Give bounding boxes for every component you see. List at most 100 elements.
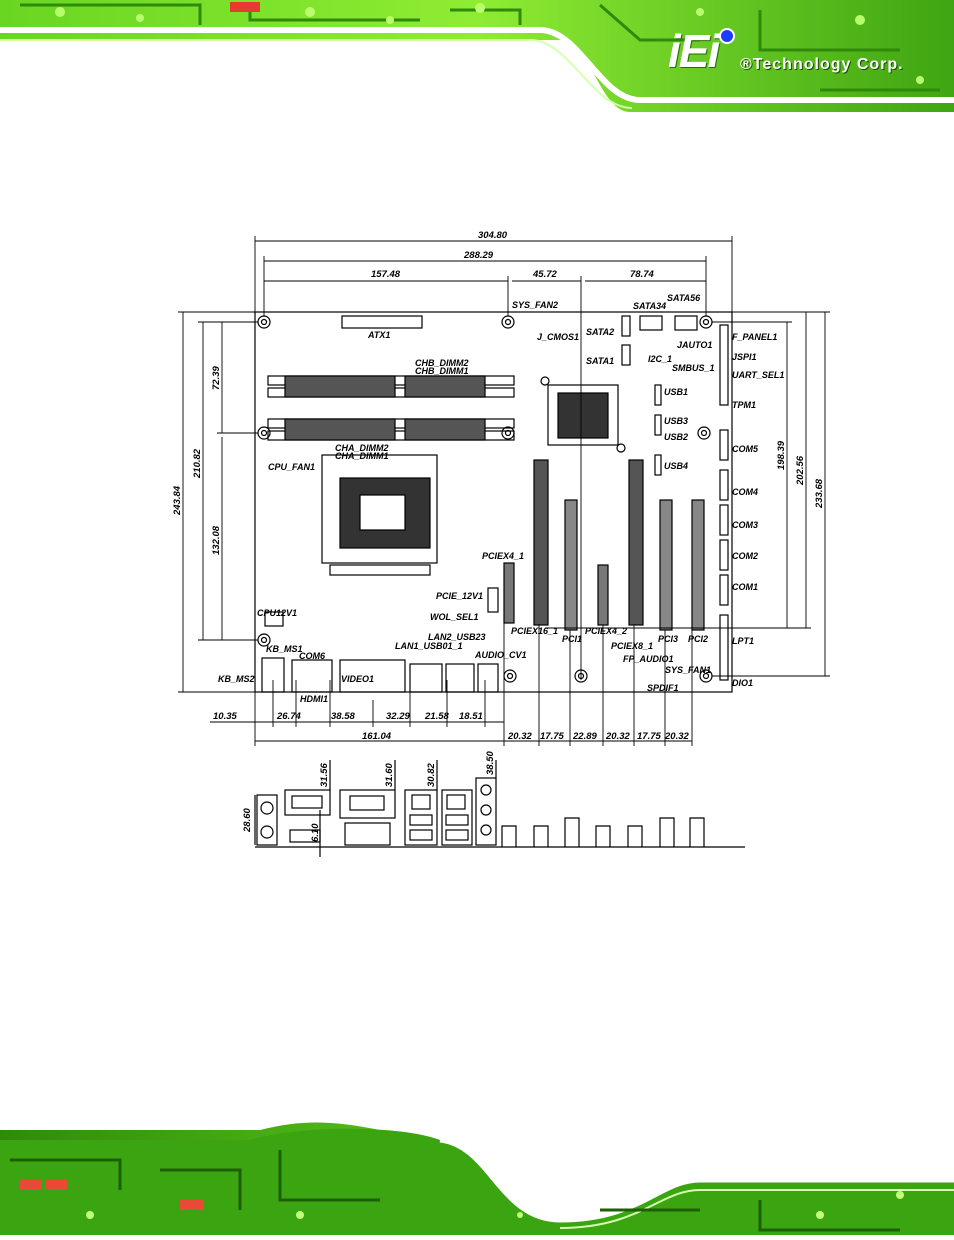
label-kb-ms1: KB_MS1: [266, 644, 303, 654]
label-jspi1: JSPI1: [732, 352, 757, 362]
label-usb2: USB2: [664, 432, 688, 442]
label-com6: COM6: [299, 651, 326, 661]
dim-upper-offset: 72.39: [211, 366, 222, 390]
label-lan2-usb23: LAN2_USB23: [428, 632, 486, 642]
dim-right-span: 78.74: [630, 269, 654, 280]
label-com4: COM4: [732, 487, 758, 497]
label-pciex4-2: PCIEX4_2: [585, 626, 627, 636]
label-pci1: PCI1: [562, 634, 582, 644]
dim-kb-height: 28.60: [242, 808, 253, 833]
dimension-labels: 304.80 288.29 157.48 45.72 78.74 243.84 …: [172, 230, 825, 842]
dim-bottom-com: 38.58: [331, 711, 355, 722]
dim-height-holes: 210.82: [192, 448, 203, 479]
atx1-connector: [341, 315, 423, 329]
dimension-lines: [178, 236, 830, 746]
label-lpt1: LPT1: [732, 636, 754, 646]
label-sys-fan2: SYS_FAN2: [512, 300, 558, 310]
label-uart-sel1: UART_SEL1: [732, 370, 784, 380]
io-panel-view: [254, 760, 745, 857]
dimm-slots: [267, 375, 515, 441]
label-sata56: SATA56: [667, 293, 701, 303]
dim-audio-height: 38.50: [485, 751, 496, 775]
dim-slot-e: 17.75: [637, 731, 661, 742]
dim-bottom-kb: 26.74: [276, 711, 301, 722]
label-pciex8-1: PCIEX8_1: [611, 641, 653, 651]
dim-left-span: 157.48: [371, 269, 401, 280]
logo-mark: iEi: [668, 25, 720, 77]
dim-bottom-lan1: 21.58: [424, 711, 449, 722]
dim-overall-width: 304.80: [478, 230, 508, 241]
footer-pcb-banner: [0, 1122, 954, 1235]
dim-slot-a: 20.32: [507, 731, 532, 742]
dim-right-h2: 202.56: [795, 455, 806, 486]
label-com1: COM1: [732, 582, 758, 592]
label-pci2: PCI2: [688, 634, 708, 644]
dim-lan1-height: 30.82: [426, 763, 437, 787]
dim-video-height: 31.60: [384, 763, 395, 787]
label-video1: VIDEO1: [341, 674, 374, 684]
label-com3: COM3: [732, 520, 758, 530]
label-sata1: SATA1: [586, 356, 614, 366]
dim-height-overall: 243.84: [172, 485, 183, 516]
page-footer: [0, 1120, 954, 1235]
dim-com-height: 31.56: [319, 763, 330, 787]
label-cpu12v1: CPU12V1: [257, 608, 297, 618]
label-f-panel1: F_PANEL1: [732, 332, 777, 342]
label-j-cmos1: J_CMOS1: [537, 332, 579, 342]
label-sys-fan1: SYS_FAN1: [665, 665, 711, 675]
label-sata34: SATA34: [633, 301, 666, 311]
expansion-slots: [503, 459, 705, 631]
label-kb-ms2: KB_MS2: [218, 674, 255, 684]
label-jauto1: JAUTO1: [677, 340, 712, 350]
label-com2: COM2: [732, 551, 758, 561]
page-header: iEi ®Technology Corp.: [0, 0, 954, 112]
label-pcie-12v1: PCIE_12V1: [436, 591, 483, 601]
dim-slot-f: 20.32: [664, 731, 689, 742]
label-cha-dimm2: CHA_DIMM2: [335, 443, 389, 453]
dim-slot-c: 22.89: [572, 731, 597, 742]
cpu-socket: [321, 454, 438, 576]
label-hdmi1: HDMI1: [300, 694, 328, 704]
dim-hole-span: 288.29: [463, 250, 494, 261]
component-labels: ATX1 SYS_FAN2 J_CMOS1 SATA2 SATA1 SATA34…: [218, 293, 784, 704]
header-pcb-banner: [0, 0, 954, 112]
label-fp-audio1: FP_AUDIO1: [623, 654, 674, 664]
dim-mid-span: 45.72: [532, 269, 557, 280]
company-name: ®Technology Corp.: [740, 56, 904, 73]
label-wol-sel1: WOL_SEL1: [430, 612, 479, 622]
dim-slot-d: 20.32: [605, 731, 630, 742]
dim-bottom-video: 32.29: [386, 711, 410, 722]
label-i2c-1: I2C_1: [648, 354, 672, 364]
dim-hdmi-height: 6.10: [310, 823, 321, 842]
label-spdif1: SPDIF1: [647, 683, 679, 693]
label-smbus-1: SMBUS_1: [672, 363, 715, 373]
iei-logo: iEi ®Technology Corp.: [668, 26, 948, 86]
dim-right-h1: 198.39: [776, 440, 787, 470]
label-audio-cv1: AUDIO_CV1: [474, 650, 527, 660]
dim-right-h3: 233.68: [814, 478, 825, 509]
dim-lower-offset: 132.08: [211, 525, 222, 555]
label-chb-dimm2: CHB_DIMM2: [415, 358, 469, 368]
right-headers: [621, 315, 729, 681]
label-chb-dimm1: CHB_DIMM1: [415, 366, 469, 376]
label-pciex4-1: PCIEX4_1: [482, 551, 524, 561]
dim-bottom-total: 161.04: [362, 731, 392, 742]
label-pciex16-1: PCIEX16_1: [511, 626, 558, 636]
label-dio1: DIO1: [732, 678, 753, 688]
mounting-holes: [257, 315, 713, 683]
label-cha-dimm1: CHA_DIMM1: [335, 451, 389, 461]
label-tpm1: TPM1: [732, 400, 756, 410]
rear-io-board: [261, 587, 499, 693]
label-usb3: USB3: [664, 416, 688, 426]
dim-bottom-lan2: 18.51: [459, 711, 483, 722]
label-cpu-fan1: CPU_FAN1: [268, 462, 315, 472]
dim-slot-b: 17.75: [540, 731, 564, 742]
label-pci3: PCI3: [658, 634, 678, 644]
chipset: [540, 376, 626, 453]
logo-dot: [719, 28, 735, 44]
label-usb1: USB1: [664, 387, 688, 397]
label-atx1: ATX1: [367, 330, 390, 340]
label-com5: COM5: [732, 444, 759, 454]
label-usb4: USB4: [664, 461, 688, 471]
dim-bottom-left: 10.35: [213, 711, 237, 722]
